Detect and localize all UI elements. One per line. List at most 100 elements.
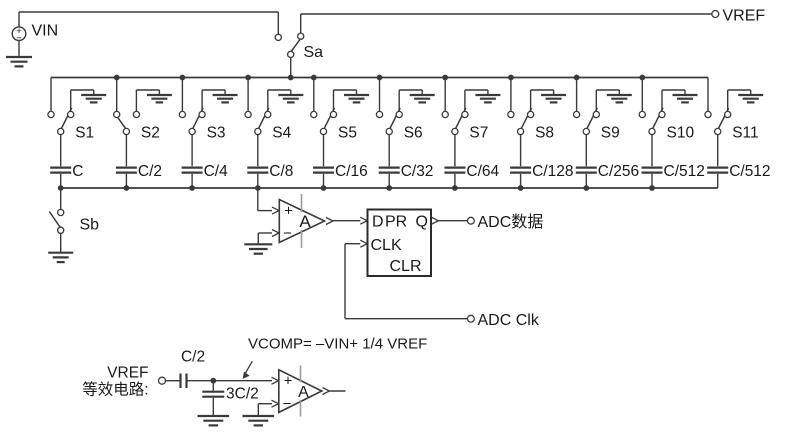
ground-contact: [66, 110, 75, 119]
switch-pivot: [516, 127, 525, 136]
ground-contact: [461, 110, 469, 119]
cell-s7: S7C/64: [441, 74, 501, 191]
cell-s3: S3C/4: [178, 74, 238, 191]
comparator: + − A: [244, 188, 361, 255]
cell-s8: S8C/128: [507, 74, 573, 191]
ff-q-arrow-icon: [431, 216, 440, 225]
eq-plus-input-arrow-icon: [271, 376, 280, 385]
switch-label: S7: [469, 125, 488, 142]
eq-ground-left-icon: [197, 414, 230, 427]
ground-contact: [658, 110, 666, 119]
ff-clk-label: CLK: [371, 237, 402, 254]
bus-contact: [178, 110, 187, 119]
vin-source: + − VIN: [6, 12, 59, 68]
adc-clk-terminal: [466, 314, 475, 323]
source-minus: −: [16, 33, 22, 44]
cap-label: C/4: [204, 163, 229, 180]
cell-s9: S9C/256: [572, 74, 639, 191]
comparator-output-arrow-icon: [325, 216, 335, 226]
switch-label: S1: [75, 125, 94, 142]
eq-series-cap: C/2: [179, 349, 205, 388]
sb-label: Sb: [80, 217, 100, 234]
switch-label: S5: [338, 125, 357, 142]
cap-label: C/32: [401, 163, 434, 180]
bus-contact: [244, 110, 252, 119]
switch-sb: Sb: [48, 188, 100, 264]
eq-shunt-cap: 3C/2: [202, 380, 259, 416]
sa-pivot: [286, 50, 295, 59]
vref-wire: VREF: [300, 7, 765, 34]
sa-label: Sa: [304, 44, 324, 61]
sa-vin-contact: [274, 33, 283, 42]
cell-s5: S5C/16: [310, 74, 369, 191]
cap-label: C/256: [598, 163, 639, 180]
switch-pivot: [385, 127, 393, 136]
ground-contact: [723, 110, 732, 119]
bus-contact: [704, 110, 712, 119]
switch-pivot: [582, 127, 591, 136]
eq-a-label: A: [298, 384, 309, 401]
sb-bottom-contact: [56, 226, 65, 235]
bus-contact: [638, 110, 647, 119]
bus-contact: [375, 110, 384, 119]
source-plus: +: [16, 26, 22, 37]
eq-vref-terminal: [157, 376, 167, 385]
cap-label: C/512: [729, 163, 770, 180]
ground-contact: [198, 110, 206, 119]
sa-arm: [290, 38, 301, 52]
adc-data-label: ADC数据: [478, 213, 544, 231]
minus-input-arrow-icon: [271, 228, 281, 238]
ff-pr-label: PR: [385, 214, 407, 231]
bus-contact: [47, 110, 55, 119]
cap-label: C/8: [269, 163, 293, 180]
ground-contact: [264, 110, 272, 119]
switch-label: S8: [535, 125, 554, 142]
switch-pivot: [188, 127, 196, 136]
cell-s4: S4C/8: [244, 74, 304, 191]
ff-d-label: D: [372, 214, 384, 231]
switch-pivot: [122, 127, 131, 136]
comparator-ground-icon: [244, 243, 273, 255]
switch-pivot: [713, 127, 722, 136]
switch-label: S10: [667, 125, 695, 142]
eq-minus: −: [283, 396, 292, 413]
cap-label: C/128: [532, 163, 573, 180]
eq-series-cap-label: C/2: [181, 349, 205, 366]
ff-clk-arrow-icon: [360, 239, 369, 248]
ground-contact: [329, 110, 338, 119]
sb-top-contact: [56, 208, 65, 217]
vin-wire: [19, 11, 279, 35]
vcomp-annotation: VCOMP= –VIN+ 1/4 VREF: [248, 336, 427, 353]
cell-s1: S1C: [47, 77, 107, 191]
vin-label: VIN: [32, 23, 59, 40]
capacitor-array: S1CS2C/2S3C/4S4C/8S5C/16S6C/32S7C/64S8C/…: [47, 74, 771, 191]
cap-label: C: [72, 163, 83, 180]
switch-pivot: [451, 127, 459, 136]
switch-pivot: [319, 127, 328, 136]
adc-data-terminal: [466, 216, 475, 225]
ground-contact: [132, 110, 141, 119]
adc-clk-label: ADC Clk: [478, 312, 540, 329]
ground-contact: [526, 110, 535, 119]
eq-vref-label: VREF: [107, 365, 148, 382]
switch-label: S2: [141, 125, 160, 142]
ff-q-label: Q: [416, 214, 428, 231]
bus-contact: [112, 110, 121, 119]
switch-label: S9: [601, 125, 620, 142]
adc-data-net: ADC数据: [438, 213, 543, 231]
ff-d-arrow-icon: [360, 216, 369, 225]
eq-caption: 等效电路:: [82, 381, 148, 399]
flipflop-box: [366, 208, 432, 277]
bus-contact: [507, 110, 515, 119]
switch-pivot: [56, 127, 65, 136]
switch-label: S11: [732, 125, 758, 142]
plus-input-arrow-icon: [271, 206, 281, 215]
switch-label: S4: [272, 125, 291, 142]
bus-contact: [572, 110, 581, 119]
eq-ground-right-icon: [242, 414, 275, 427]
ground-contact: [395, 110, 403, 119]
sb-arm: [48, 211, 61, 228]
